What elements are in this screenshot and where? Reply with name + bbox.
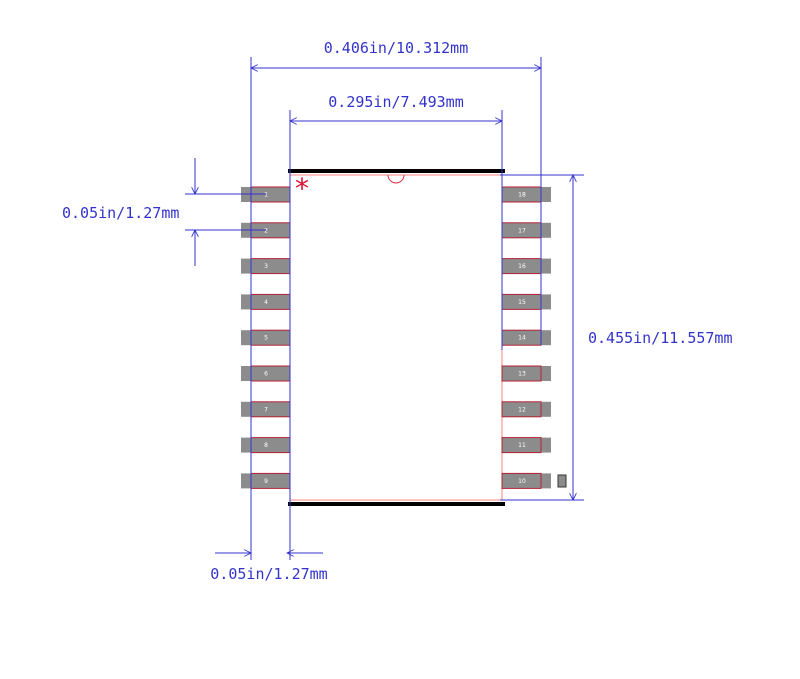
pad-right-17: 17: [501, 222, 551, 239]
pad-right-12: 12: [501, 401, 551, 418]
pin-number: 9: [264, 478, 268, 485]
pad-copper: [502, 437, 551, 453]
pin-number: 2: [264, 227, 268, 234]
pin-number: 17: [518, 227, 526, 234]
pin-number: 14: [518, 335, 526, 342]
pads-right: 18 17 16 15 14 13 12 11 10: [501, 186, 551, 489]
pad-right-16: 16: [501, 258, 551, 275]
pin-number: 16: [518, 263, 526, 270]
pin-number: 3: [264, 263, 268, 270]
pad-left-6: 6: [241, 365, 291, 382]
pad-copper: [502, 258, 551, 274]
pad-outline: [501, 472, 542, 489]
pad-left-9: 9: [241, 472, 291, 489]
pad-right-11: 11: [501, 437, 551, 454]
label-overall-width: 0.406in/10.312mm: [324, 39, 469, 57]
pad-right-15: 15: [501, 293, 551, 310]
pin-number: 15: [518, 299, 526, 306]
label-overall-height: 0.455in/11.557mm: [588, 329, 733, 347]
pad-copper: [502, 222, 551, 238]
label-pitch-horizontal: 0.05in/1.27mm: [210, 565, 327, 583]
pin-number: 18: [518, 192, 526, 199]
pad-right-13: 13: [501, 365, 551, 382]
pin-number: 4: [264, 299, 268, 306]
pad-right-14: 14: [501, 329, 551, 346]
pin-number: 8: [264, 442, 268, 449]
pads-left: 1 2 3 4 5 6 7 8 9: [241, 186, 291, 489]
pin-number: 1: [264, 192, 268, 199]
pin-number: 13: [518, 371, 526, 378]
pad-left-4: 4: [241, 293, 291, 310]
reference-marker: [557, 474, 567, 488]
pad-outline: [501, 401, 542, 418]
silkscreen-bottom: [288, 502, 505, 506]
pin-number: 12: [518, 406, 526, 413]
label-pitch-vertical: 0.05in/1.27mm: [62, 204, 179, 222]
pad-left-8: 8: [241, 437, 291, 454]
pin1-notch: [387, 174, 405, 184]
pad-copper: [502, 294, 551, 310]
pin1-marker: *: [295, 172, 309, 205]
pad-copper: [241, 401, 290, 417]
pin-number: 7: [264, 406, 268, 413]
pad-left-7: 7: [241, 401, 291, 418]
pad-copper: [241, 258, 290, 274]
pad-outline: [501, 365, 542, 382]
pad-copper: [502, 366, 551, 381]
pad-left-5: 5: [241, 329, 291, 346]
pad-copper: [241, 330, 290, 346]
pad-right-10: 10: [501, 472, 551, 489]
pad-right-18: 18: [501, 186, 551, 203]
pad-outline: [501, 437, 542, 454]
pin-number: 10: [518, 478, 526, 485]
pad-copper: [502, 473, 551, 489]
pad-copper: [241, 294, 290, 310]
pad-copper: [502, 401, 551, 417]
pad-copper: [241, 366, 290, 381]
pad-copper: [241, 437, 290, 453]
label-body-width: 0.295in/7.493mm: [328, 93, 463, 111]
pad-left-3: 3: [241, 258, 291, 275]
pin-number: 5: [264, 335, 268, 342]
pin-number: 6: [264, 371, 268, 378]
pin-number: 11: [518, 442, 526, 449]
pad-copper: [241, 473, 290, 489]
silkscreen-top: [288, 169, 505, 173]
package-body-outline: [289, 174, 503, 501]
pad-copper: [502, 330, 551, 346]
pad-copper: [502, 187, 551, 202]
